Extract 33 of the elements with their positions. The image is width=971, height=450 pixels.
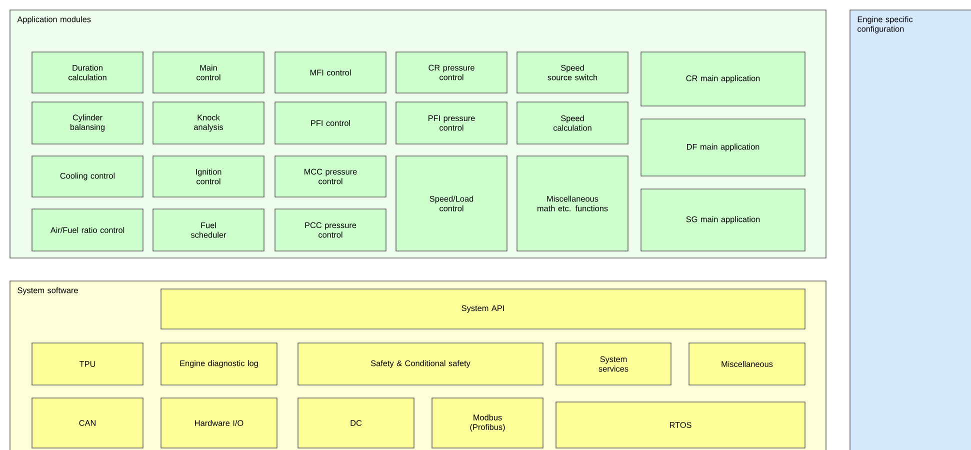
module-box: PCC pressure control bbox=[274, 208, 386, 252]
module-box: SG main application bbox=[640, 188, 806, 252]
module-box: CR pressure control bbox=[396, 52, 508, 94]
module-box: DF main application bbox=[640, 118, 806, 176]
module-box: Cylinder balansing bbox=[32, 102, 144, 144]
module-box: System services bbox=[556, 342, 672, 386]
module-box: Hardware I/O bbox=[160, 398, 278, 448]
module-box: MFI control bbox=[274, 52, 386, 94]
module-box: TPU bbox=[32, 342, 144, 386]
module-box: PFI pressure control bbox=[396, 102, 508, 144]
module-box: Speed/Load control bbox=[396, 156, 508, 252]
module-box: System API bbox=[160, 288, 806, 330]
module-box: Speed source switch bbox=[516, 52, 628, 94]
module-box: MCC pressure control bbox=[274, 156, 386, 198]
module-box: RTOS bbox=[556, 402, 806, 448]
panel: Engine specific configuration bbox=[850, 10, 971, 450]
module-box: DC bbox=[298, 398, 414, 448]
module-box: Ignition control bbox=[152, 156, 264, 198]
module-box: Safety & Conditional safety bbox=[298, 342, 544, 386]
module-box: Speed calculation bbox=[516, 102, 628, 144]
module-box: Main control bbox=[152, 52, 264, 94]
module-box: Fuel scheduler bbox=[152, 208, 264, 252]
module-box: Miscellaneous math etc. functions bbox=[516, 156, 628, 252]
module-box: Engine diagnostic log bbox=[160, 342, 278, 386]
module-box: Air/Fuel ratio control bbox=[32, 208, 144, 252]
module-box: Knock analysis bbox=[152, 102, 264, 144]
module-box: Miscellaneous bbox=[688, 342, 806, 386]
module-box: Cooling control bbox=[32, 156, 144, 198]
module-box: Modbus (Profibus) bbox=[432, 398, 544, 448]
module-box: Duration calculation bbox=[32, 52, 144, 94]
module-box: CR main application bbox=[640, 52, 806, 106]
module-box: CAN bbox=[32, 398, 144, 448]
module-box: PFI control bbox=[274, 102, 386, 144]
